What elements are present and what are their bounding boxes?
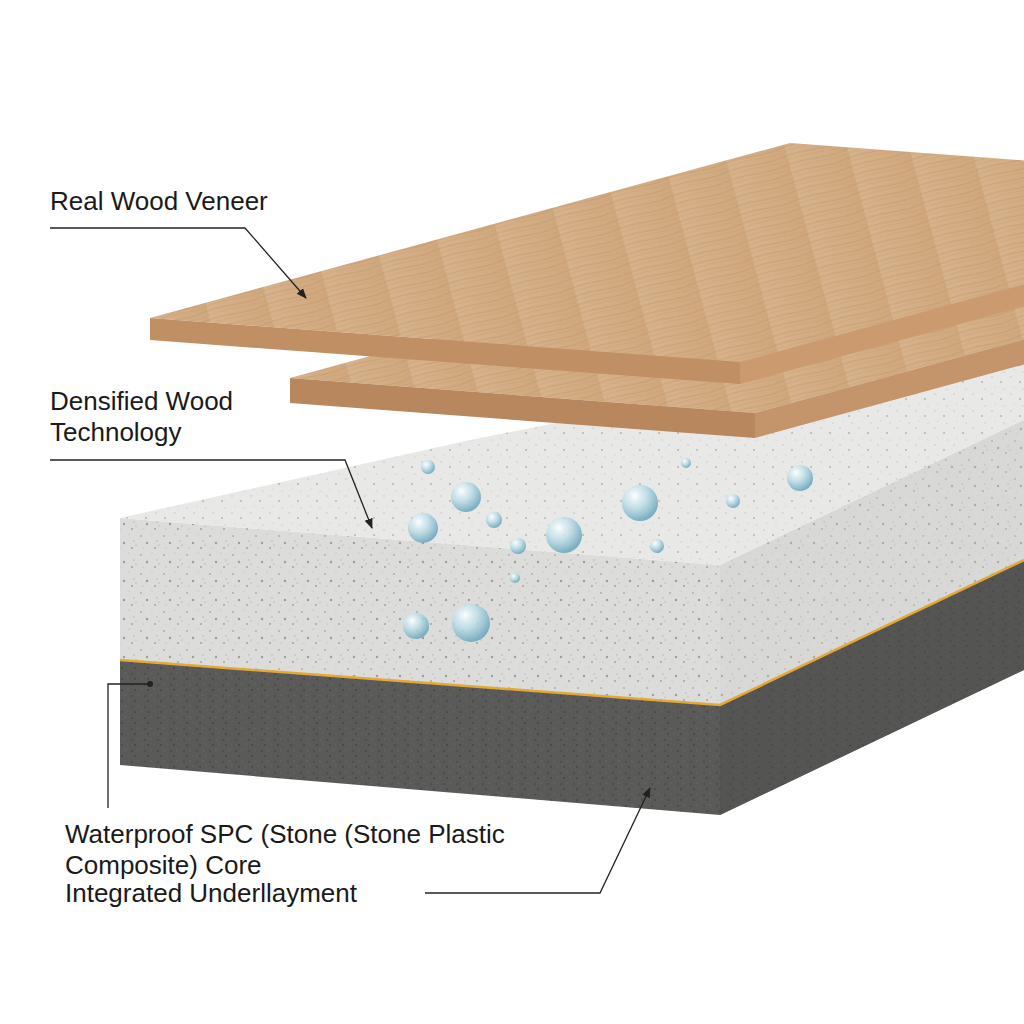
leader-line: [108, 684, 150, 808]
part-label: Densified Wood Technology: [50, 386, 285, 448]
lower-board-front: [290, 378, 755, 438]
water-droplets: [403, 458, 813, 642]
leader-line: [50, 228, 306, 298]
layer-seam: [120, 560, 1024, 705]
part-label: Real Wood Veneer: [50, 186, 350, 217]
leader-line: [50, 460, 372, 528]
part-label: Integrated Underllayment: [65, 878, 420, 909]
top-board-side: [740, 187, 1024, 384]
part-label: Waterproof SPC (Stone (Stone Plastic Com…: [65, 819, 605, 881]
top-board-front: [150, 318, 740, 384]
